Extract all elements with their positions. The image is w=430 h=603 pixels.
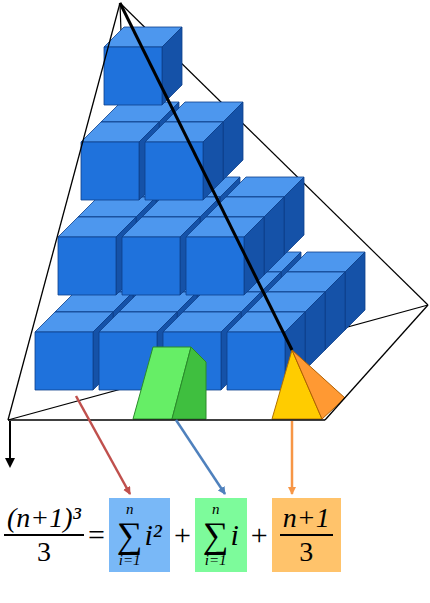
cube-face <box>227 332 285 390</box>
plus-sign: + <box>174 520 191 550</box>
pyramid-edge <box>120 3 428 305</box>
orange-pyramid <box>272 350 345 419</box>
upper-limit: n <box>212 502 220 517</box>
cube-stack <box>35 27 365 390</box>
cube-face <box>223 102 243 180</box>
sigma: ∑ <box>117 517 143 553</box>
sum-symbol: n∑i=1 <box>203 502 229 568</box>
cube-face <box>264 197 284 275</box>
pyramid-edge <box>120 3 292 350</box>
base-edge <box>8 419 325 420</box>
cube-face <box>284 177 304 255</box>
fraction: (n+1)³3 <box>4 502 84 568</box>
leader-arrow <box>76 396 130 494</box>
numerator: (n+1)³ <box>4 502 84 536</box>
fraction: n+13 <box>280 502 333 568</box>
cube-face <box>325 272 345 350</box>
cube-face <box>305 292 325 370</box>
sum-symbol: n∑i=1 <box>117 502 143 568</box>
cube-face <box>345 252 365 330</box>
summand: i² <box>145 518 162 552</box>
formula-box: n+13 <box>272 498 341 572</box>
formula-box: n∑i=1i <box>195 498 247 572</box>
leader-arrow <box>291 421 294 494</box>
down-arrow <box>9 421 11 466</box>
pyramid-back-edges <box>8 3 428 420</box>
sigma: ∑ <box>203 517 229 553</box>
upper-limit: n <box>126 502 134 517</box>
cube-face <box>35 332 93 390</box>
pyramid-front-edges <box>8 3 428 420</box>
pyramid-edge <box>8 3 120 420</box>
lower-limit: i=1 <box>119 553 141 568</box>
cube-face <box>81 142 139 200</box>
leader-arrow <box>176 420 225 494</box>
cube-face <box>186 237 244 295</box>
equals-sign: = <box>88 520 105 550</box>
base-edge <box>325 305 428 420</box>
summand: i <box>230 518 238 552</box>
base-edge <box>8 305 428 420</box>
denominator: 3 <box>296 536 316 568</box>
lower-limit: i=1 <box>205 553 227 568</box>
numerator: n+1 <box>280 502 333 536</box>
plus-sign: + <box>251 520 268 550</box>
cube-face <box>122 237 180 295</box>
cube-face <box>104 47 162 105</box>
denominator: 3 <box>34 536 54 568</box>
cube-face <box>58 237 116 295</box>
formula-box: n∑i=1i² <box>109 498 170 572</box>
green-wedge <box>133 347 206 419</box>
